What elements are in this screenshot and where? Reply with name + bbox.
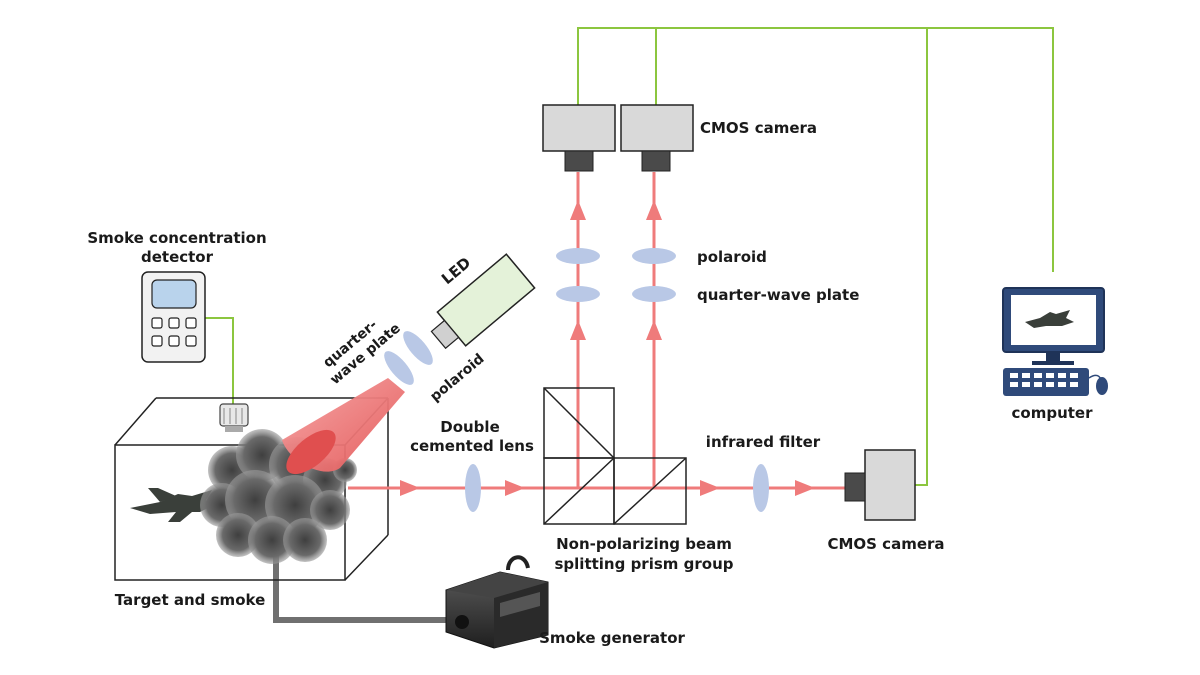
smoke-machine-icon [445,555,549,649]
desktop-computer-icon [1002,287,1108,396]
label-target-and-smoke: Target and smoke [115,591,266,609]
label-polaroid-left: polaroid [427,351,487,405]
led-assembly [282,253,536,475]
left-quarter-wave-plate [384,351,414,385]
top-polaroid-left [556,248,600,264]
led-source [430,253,536,350]
label-detector-line2: detector [141,248,214,266]
left-polaroid [403,331,433,365]
label-polaroid-right: polaroid [697,248,767,266]
label-computer: computer [1012,404,1094,422]
smoke-cloud-icon [200,429,357,564]
label-lens-line2: cemented lens [410,437,534,455]
label-prism-line1: Non-polarizing beam [556,535,732,553]
concentration-detector-icon [141,271,206,363]
label-led: LED [438,254,474,289]
label-infrared-filter: infrared filter [706,433,821,451]
fighter-jet-icon [130,488,214,522]
cmos-camera-top-right [620,104,694,172]
label-lens-line1: Double [440,418,500,436]
cmos-camera-right [844,449,916,521]
label-cmos-camera-top: CMOS camera [700,119,817,137]
label-quarter-wave-plate-right: quarter-wave plate [697,286,859,304]
target-box [114,397,389,581]
wire-detector [205,317,234,404]
label-smoke-generator: Smoke generator [539,629,685,647]
smoke-sensor [219,403,249,432]
top-quarter-wave-plate-left [556,286,600,302]
beam-splitting-prism-group [543,387,687,525]
top-polaroid-right [632,248,676,264]
double-cemented-lens [465,464,481,512]
label-prism-line2: splitting prism group [555,555,734,573]
infrared-filter [753,464,769,512]
top-quarter-wave-plate-right [632,286,676,302]
cmos-camera-top-left [542,104,616,172]
label-cmos-camera-right: CMOS camera [827,535,944,553]
signal-wires [205,27,1054,486]
wire-top-camera-left [577,27,1054,272]
wire-right-camera [915,28,928,486]
beam-arrows [400,200,815,496]
label-detector-line1: Smoke concentration [87,229,266,247]
